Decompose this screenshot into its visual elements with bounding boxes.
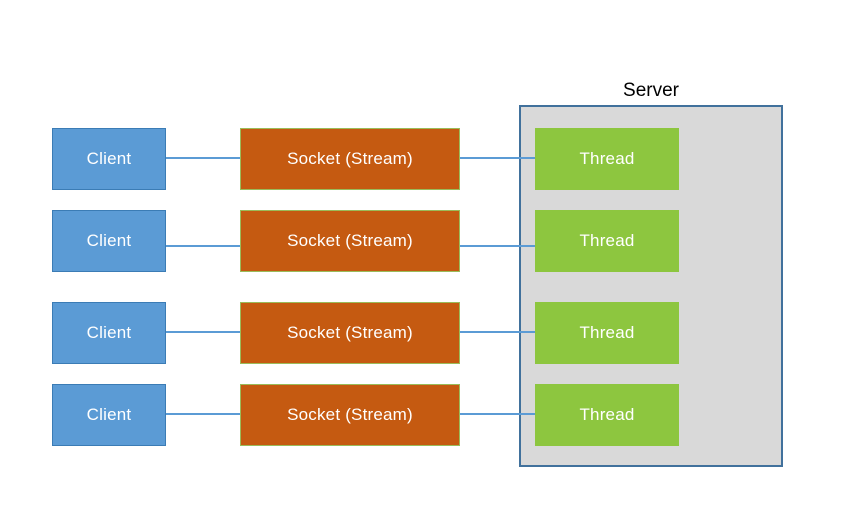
connector-client-socket-3 <box>166 331 240 333</box>
thread-box-2[interactable]: Thread <box>535 210 679 272</box>
connector-client-socket-2 <box>166 245 240 247</box>
socket-label-2: Socket (Stream) <box>287 231 413 250</box>
client-label-2: Client <box>86 231 132 250</box>
connector-socket-thread-4 <box>460 413 535 415</box>
socket-box-2[interactable]: Socket (Stream) <box>240 210 460 272</box>
client-label-4: Client <box>86 405 132 424</box>
thread-label-3: Thread <box>579 323 635 342</box>
thread-label-2: Thread <box>579 231 635 250</box>
client-label-3: Client <box>86 323 132 342</box>
socket-box-4[interactable]: Socket (Stream) <box>240 384 460 446</box>
client-box-3[interactable]: Client <box>52 302 166 364</box>
connector-client-socket-4 <box>166 413 240 415</box>
client-box-1[interactable]: Client <box>52 128 166 190</box>
thread-label-4: Thread <box>579 405 635 424</box>
socket-label-3: Socket (Stream) <box>287 323 413 342</box>
thread-box-1[interactable]: Thread <box>535 128 679 190</box>
socket-label-1: Socket (Stream) <box>287 149 413 168</box>
client-label-1: Client <box>86 149 132 168</box>
socket-box-1[interactable]: Socket (Stream) <box>240 128 460 190</box>
connector-client-socket-1 <box>166 157 240 159</box>
socket-box-3[interactable]: Socket (Stream) <box>240 302 460 364</box>
connector-socket-thread-2 <box>460 245 535 247</box>
thread-box-3[interactable]: Thread <box>535 302 679 364</box>
client-box-2[interactable]: Client <box>52 210 166 272</box>
client-box-4[interactable]: Client <box>52 384 166 446</box>
connector-socket-thread-3 <box>460 331 535 333</box>
thread-box-4[interactable]: Thread <box>535 384 679 446</box>
connector-socket-thread-1 <box>460 157 535 159</box>
thread-label-1: Thread <box>579 149 635 168</box>
socket-label-4: Socket (Stream) <box>287 405 413 424</box>
server-group-label: Server <box>623 80 679 101</box>
